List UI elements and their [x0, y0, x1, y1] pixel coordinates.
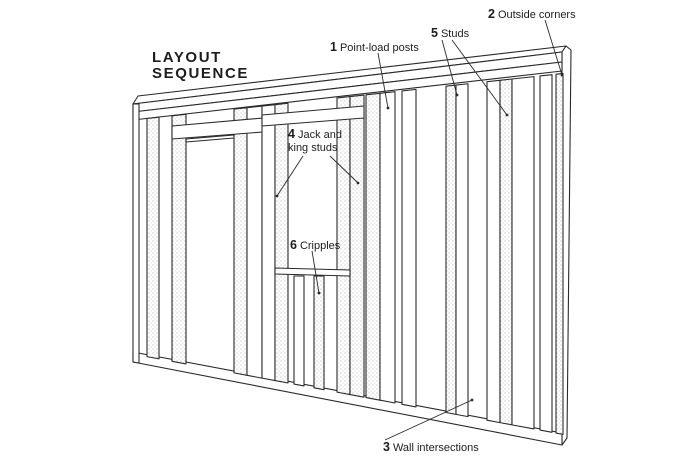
window-header: [261, 105, 365, 127]
callout-text: Point-load posts: [339, 42, 419, 54]
window-king-stud-left: [261, 104, 276, 382]
callout-number: 1: [330, 40, 337, 54]
callout-number: 5: [431, 26, 438, 40]
leader-jack-king-left-dot: [275, 194, 279, 198]
callout-number: 4: [288, 127, 295, 141]
callout-number: 2: [488, 7, 495, 21]
leader-jack-king-left: [276, 155, 304, 197]
leader-jack-king-right: [329, 155, 359, 184]
leader-studs-2: [451, 39, 508, 116]
door-jack-stud-right: [233, 107, 248, 376]
leader-jack-king-right-dot: [356, 181, 360, 185]
cripple-stud: [313, 275, 325, 391]
stud: [401, 88, 417, 408]
door-header-underside: [185, 134, 235, 143]
leader-cripples: [311, 250, 320, 294]
leader-studs-dot: [455, 93, 459, 97]
door-jack-stud-left: [171, 113, 187, 365]
callout-text: Wall intersections: [392, 442, 479, 454]
callout-text: Cripples: [299, 240, 341, 252]
door-king-stud-right: [246, 105, 263, 379]
leader-outside-corners-dot: [560, 73, 564, 77]
window-jack-stud-left: [274, 102, 289, 384]
wall-intersection-stud: [499, 78, 513, 426]
stud: [511, 76, 535, 430]
callout-text: Jack and: [297, 129, 342, 141]
callout-number: 3: [383, 440, 390, 454]
leader-wall-intersections-dot: [470, 398, 474, 402]
leader-outside-corners: [544, 19, 563, 76]
diagram-title-line2: SEQUENCE: [152, 65, 249, 82]
stud: [445, 84, 457, 415]
diagram-title-line1: LAYOUT: [152, 49, 222, 66]
leader-point-load-posts: [377, 52, 389, 109]
leader-studs: [441, 39, 458, 96]
point-load-post-2: [379, 91, 396, 404]
callout-text: Outside corners: [497, 9, 576, 21]
callout-text: Studs: [440, 28, 470, 40]
right-corner-stud: [539, 74, 553, 433]
leader-cripples-dot: [317, 291, 321, 295]
left-corner-stud: [146, 116, 160, 360]
window-king-stud-right: [349, 94, 365, 398]
callout-text-line2: king studs: [288, 142, 338, 154]
wall-intersection-stud: [486, 79, 501, 424]
right-end-stud: [555, 72, 564, 435]
window-sill: [274, 267, 351, 277]
left-end-stud: [132, 103, 140, 364]
stud-pair: [455, 83, 469, 418]
leader-point-load-posts-dot: [386, 106, 390, 110]
callout-number: 6: [290, 238, 297, 252]
leader-wall-intersections: [384, 399, 473, 441]
point-load-post: [365, 92, 381, 401]
leader-studs-2-dot: [505, 113, 509, 117]
cripple-stud: [293, 275, 305, 387]
